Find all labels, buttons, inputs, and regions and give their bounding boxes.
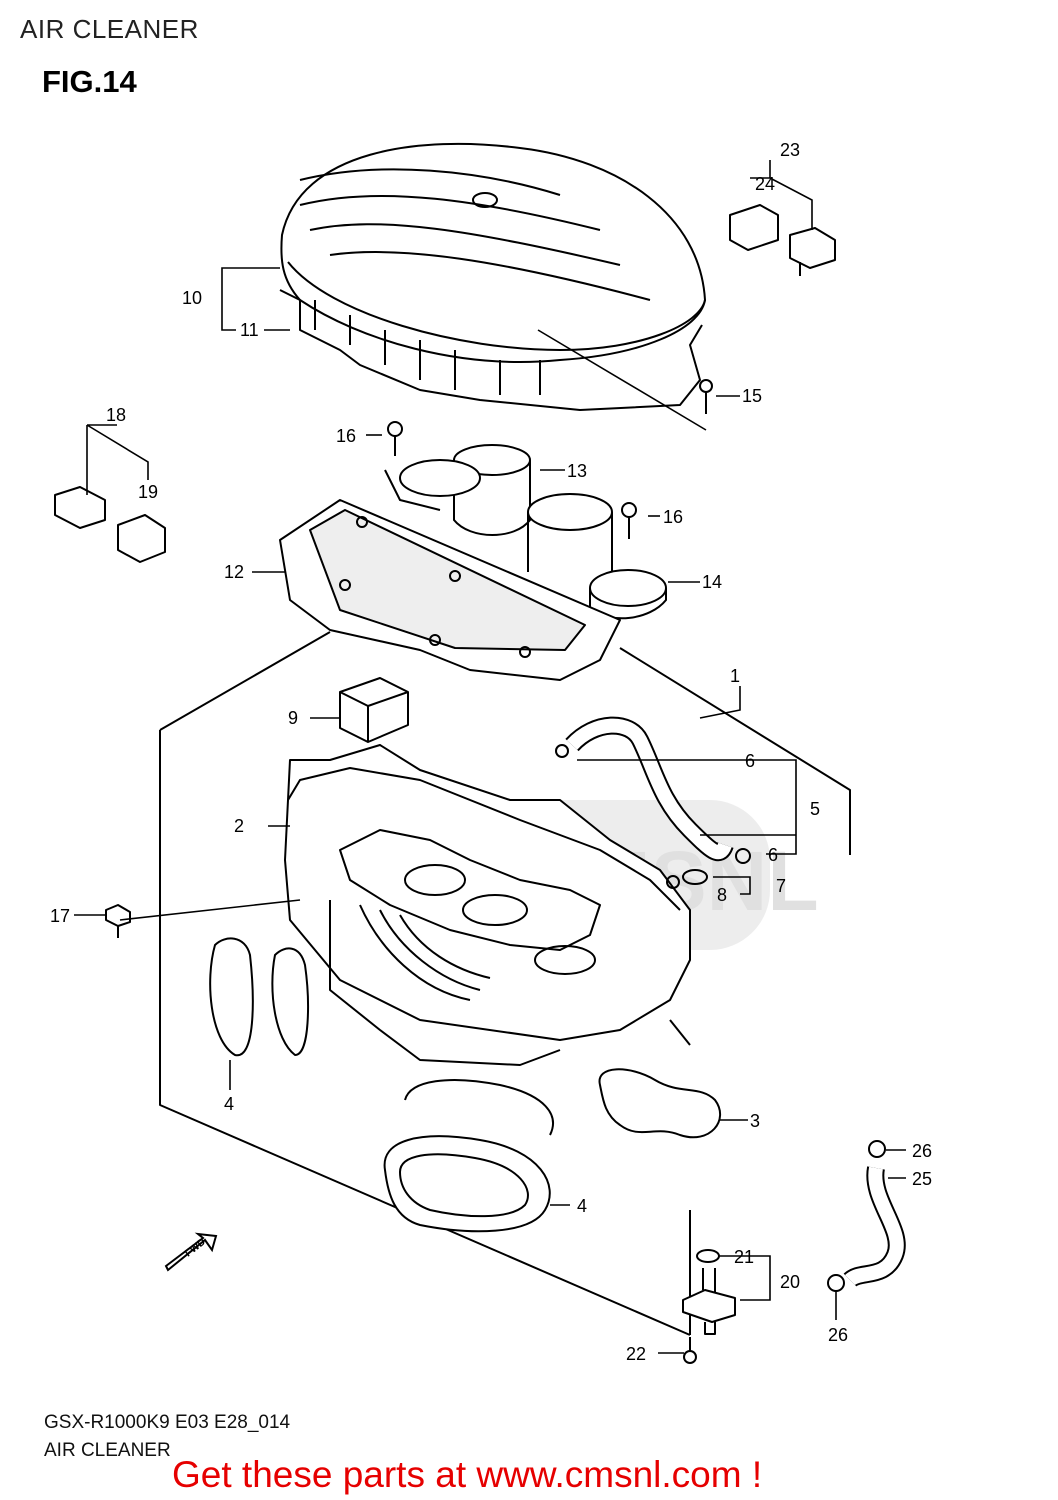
callout-6a: 6: [745, 751, 755, 771]
side-connector[interactable]: [54, 486, 166, 563]
promo-link[interactable]: Get these parts at www.cmsnl.com !: [172, 1454, 763, 1495]
callout-18: 18: [106, 405, 126, 425]
callout-25: 25: [912, 1169, 932, 1189]
sponge-9[interactable]: [339, 677, 409, 743]
intake-boot-4[interactable]: [209, 937, 554, 1233]
callout-5: 5: [810, 799, 820, 819]
callout-13: 13: [567, 461, 587, 481]
callout-21: 21: [734, 1247, 754, 1267]
model-code: GSX-R1000K9 E03 E28_014: [44, 1412, 291, 1433]
callout-20: 20: [780, 1272, 800, 1292]
velocity-stack-13[interactable]: [384, 444, 531, 536]
callout-15: 15: [742, 386, 762, 406]
sensor-connector[interactable]: [729, 204, 836, 276]
callout-2: 2: [234, 816, 244, 836]
footer-caption: AIR CLEANER: [44, 1440, 171, 1461]
callout-22: 22: [626, 1344, 646, 1364]
callout-16b: 16: [663, 507, 683, 527]
air-cleaner-cover[interactable]: [279, 142, 706, 411]
callout-12: 12: [224, 562, 244, 582]
callout-26a: 26: [912, 1141, 932, 1161]
air-cleaner-case[interactable]: [284, 744, 691, 1066]
callout-6b: 6: [768, 845, 778, 865]
fwd-arrow-icon: FWD: [164, 1232, 218, 1272]
callout-8: 8: [717, 885, 727, 905]
hose-25[interactable]: [843, 1166, 906, 1288]
callout-10: 10: [182, 288, 202, 308]
section-title: AIR CLEANER: [20, 14, 199, 44]
callout-17: 17: [50, 906, 70, 926]
air-filter-element-12[interactable]: [279, 499, 621, 681]
screw-22[interactable]: [683, 1337, 697, 1364]
screw-15[interactable]: [699, 379, 713, 414]
callout-14: 14: [702, 572, 722, 592]
screw-16[interactable]: [387, 421, 637, 539]
case-seal-2[interactable]: [287, 767, 681, 911]
callout-24: 24: [755, 174, 775, 194]
callout-9: 9: [288, 708, 298, 728]
callout-3: 3: [750, 1111, 760, 1131]
callout-19: 19: [138, 482, 158, 502]
callout-1: 1: [730, 666, 740, 686]
assembly-box: [159, 631, 851, 1336]
callout-11: 11: [240, 320, 259, 340]
drain-hose-5[interactable]: [565, 716, 734, 862]
callout-7: 7: [776, 876, 786, 896]
velocity-stack-14[interactable]: [527, 493, 667, 620]
callout-26b: 26: [828, 1325, 848, 1345]
callout-16a: 16: [336, 426, 356, 446]
figure-number: FIG.14: [42, 64, 137, 99]
leader-lines: [74, 160, 906, 1354]
callout-23: 23: [780, 140, 800, 160]
callout-labels: 23 24 10 11 15 18 16 13 19 16 12 14 1 9 …: [50, 140, 932, 1364]
clamp-6-8[interactable]: [555, 744, 751, 889]
gasket-3[interactable]: [598, 1068, 721, 1139]
bolt-17[interactable]: [105, 904, 131, 938]
callout-4a: 4: [224, 1094, 234, 1114]
callout-4b: 4: [577, 1196, 587, 1216]
